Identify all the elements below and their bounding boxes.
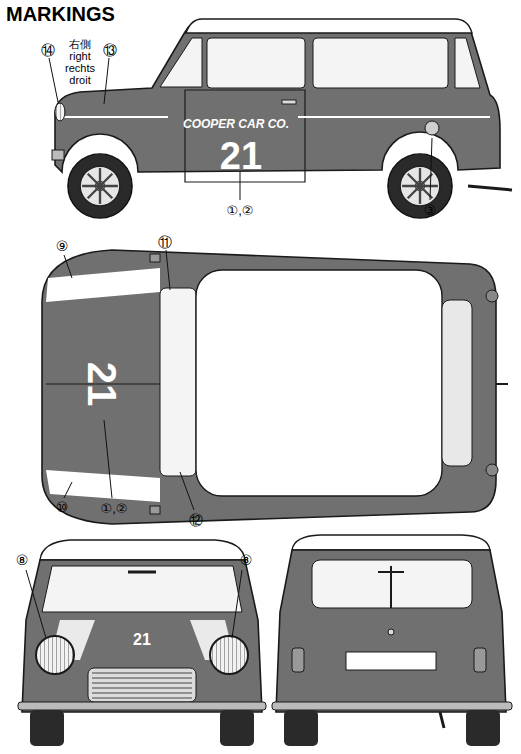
drawing-stroke — [474, 648, 486, 672]
top-view — [42, 250, 508, 524]
callout-number: ①,② — [227, 204, 254, 217]
drawing-stroke — [388, 629, 394, 635]
decal-text: COOPER CAR CO. — [183, 118, 289, 130]
side-note: right — [69, 51, 90, 62]
drawing-stroke — [196, 270, 442, 496]
drawing-stroke — [430, 138, 432, 200]
callout-number: ⑭ — [41, 43, 55, 57]
callout-number: ⑫ — [189, 513, 203, 527]
drawing-stroke — [40, 540, 245, 560]
drawing-stroke — [455, 38, 480, 88]
drawing-stroke — [468, 186, 512, 190]
drawing-stroke — [166, 250, 170, 290]
callout-number: ⑧ — [16, 553, 29, 567]
drawing-stroke — [425, 121, 439, 135]
page-title: MARKINGS — [6, 4, 115, 24]
callout-number: ③ — [424, 203, 437, 217]
drawing-stroke — [346, 652, 436, 670]
drawing-stroke — [232, 570, 242, 638]
race-number: 21 — [220, 137, 262, 175]
drawing-stroke — [388, 154, 452, 218]
drawing-stroke — [64, 255, 72, 278]
drawing-stroke — [276, 550, 506, 712]
drawing-stroke — [68, 154, 132, 218]
drawing-stroke — [160, 38, 202, 87]
drawing-stroke — [22, 560, 262, 712]
drawing-stroke — [64, 482, 72, 498]
drawing-stroke — [220, 710, 254, 746]
leader-lines — [26, 58, 432, 638]
drawing-stroke — [26, 570, 46, 638]
drawing-stroke — [442, 300, 472, 466]
callout-number: ①,② — [101, 502, 128, 515]
drawing-stroke — [284, 710, 318, 746]
drawing-stroke — [104, 58, 109, 104]
drawing-stroke — [92, 673, 192, 674]
side-note: rechts — [65, 63, 95, 74]
callout-number: ⑩ — [56, 500, 69, 514]
drawing-stroke — [46, 470, 160, 502]
callout-number: ⑧ — [240, 553, 253, 567]
drawing-stroke — [207, 38, 305, 88]
drawing-stroke — [486, 290, 498, 302]
rear-view — [272, 535, 512, 746]
race-number: 21 — [133, 632, 151, 648]
drawing-stroke — [180, 472, 194, 510]
callout-number: ⑪ — [158, 235, 172, 249]
drawing-stroke — [150, 254, 160, 262]
drawing-stroke — [313, 38, 448, 88]
callout-number: ⑬ — [103, 43, 117, 57]
race-number: 21 — [82, 362, 122, 407]
drawing-stroke — [440, 712, 444, 728]
drawing-stroke — [272, 702, 512, 710]
drawing-stroke — [42, 250, 496, 524]
drawing-stroke — [18, 702, 266, 710]
drawing-stroke — [49, 58, 58, 102]
drawing-stroke — [150, 506, 160, 514]
drawing-stroke — [92, 693, 192, 694]
drawing-stroke — [292, 648, 304, 672]
drawing-stroke — [128, 571, 156, 574]
drawing-stroke — [466, 710, 500, 746]
drawing-stroke — [186, 19, 472, 33]
drawing-stroke — [62, 116, 168, 118]
drawing-stroke — [312, 560, 472, 608]
side-view — [52, 19, 512, 218]
drawing-stroke — [292, 535, 490, 550]
drawing-stroke — [88, 668, 196, 702]
drawing-stroke — [240, 172, 241, 200]
drawing-stroke — [496, 383, 508, 385]
drawing-stroke — [210, 636, 248, 674]
side-note: 右側 — [69, 39, 91, 50]
drawing-stroke — [92, 698, 192, 699]
drawing-stroke — [92, 678, 192, 679]
drawing-stroke — [486, 464, 498, 476]
drawing-stroke — [282, 100, 296, 104]
drawing-stroke — [160, 288, 196, 476]
callout-number: ⑨ — [56, 239, 69, 253]
drawing-stroke — [92, 673, 192, 698]
drawing-stroke — [42, 566, 242, 612]
drawing-stroke — [55, 103, 65, 121]
drawing-stroke — [185, 90, 305, 182]
drawing-stroke — [55, 22, 500, 172]
front-view — [18, 540, 266, 746]
side-note: droit — [69, 75, 90, 86]
drawing-stroke — [378, 571, 404, 573]
drawing-stroke — [30, 710, 64, 746]
drawing-stroke — [298, 116, 490, 118]
drawing-stroke — [104, 420, 112, 498]
drawing-stroke — [92, 683, 192, 684]
drawing-stroke — [46, 268, 160, 302]
drawing-stroke — [36, 636, 74, 674]
drawing-stroke — [52, 150, 64, 160]
drawing-stroke — [92, 688, 192, 689]
